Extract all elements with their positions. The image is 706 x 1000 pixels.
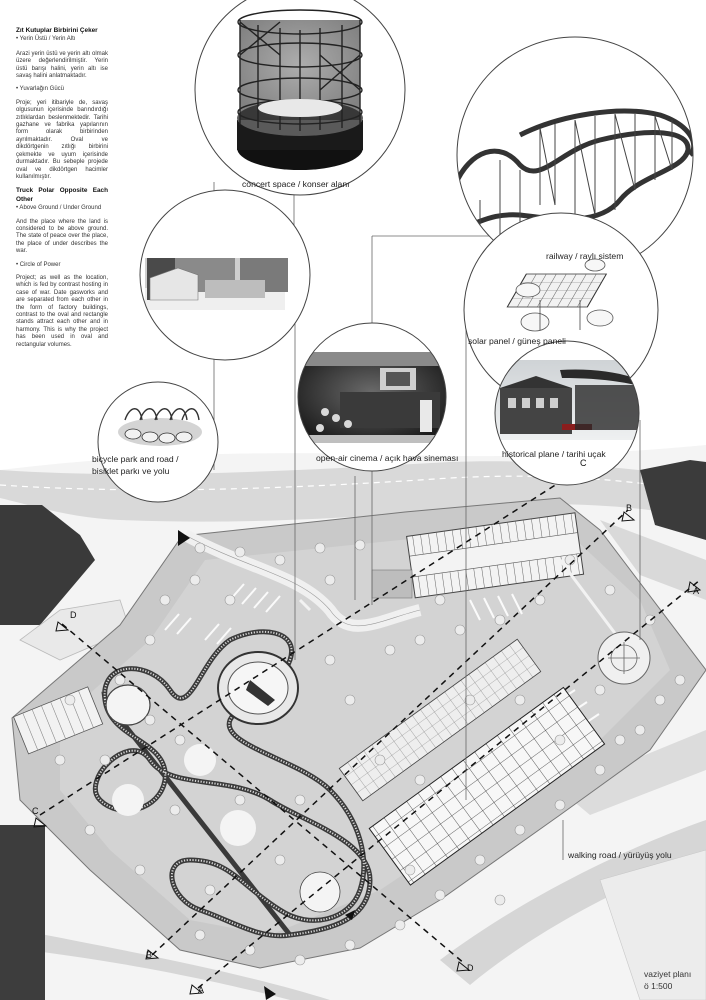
tree-icon	[654, 694, 666, 706]
cinema-render	[298, 352, 446, 443]
section-a-left: A	[198, 985, 205, 995]
title-en: Truck Polar Opposite Each Other	[16, 187, 108, 203]
tree-icon	[344, 939, 356, 951]
label-railway: railway / raylı sistem	[546, 251, 624, 261]
section-a-right: A	[693, 586, 700, 596]
tree-icon	[644, 614, 656, 626]
tree-icon	[324, 574, 336, 586]
label-walking: walking road / yürüyüş yolu	[568, 850, 672, 860]
tree-icon	[314, 542, 326, 554]
para2-en: Project; as well as the location, which …	[16, 274, 108, 348]
bullet2-tr: • Yuvarlağın Gücü	[16, 86, 65, 93]
tree-icon	[394, 919, 406, 931]
tree-icon	[474, 854, 486, 866]
tree-icon	[159, 594, 171, 606]
tree-icon	[674, 674, 686, 686]
tree-icon	[274, 854, 286, 866]
tree-icon	[64, 694, 76, 706]
tree-icon	[414, 634, 426, 646]
label-concert: concert space / konser alanı	[242, 179, 350, 189]
tree-icon	[454, 624, 466, 636]
tree-icon	[354, 539, 366, 551]
tree-icon	[194, 542, 206, 554]
tree-icon	[234, 794, 246, 806]
tree-icon	[594, 764, 606, 776]
bicycle-render	[118, 408, 202, 446]
bullet2-en: • Circle of Power	[16, 261, 61, 268]
section-d-top: D	[70, 610, 77, 620]
description-column: Zıt Kutuplar Birbirini Çeker • Yerin Üst…	[16, 27, 108, 355]
tree-icon	[604, 584, 616, 596]
tree-icon	[434, 594, 446, 606]
tree-icon	[494, 894, 506, 906]
para1-tr: Arazi yerin üstü ve yerin altı olmak üze…	[16, 50, 108, 80]
label-cinema: open-air cinema / açık hava sineması	[316, 453, 459, 463]
tree-icon	[84, 824, 96, 836]
tree-icon	[514, 824, 526, 836]
tree-icon	[194, 929, 206, 941]
plane-render	[495, 360, 639, 440]
tree-icon	[554, 734, 566, 746]
tree-icon	[344, 694, 356, 706]
plan-title: vaziyet planı	[644, 969, 692, 979]
tree-icon	[614, 734, 626, 746]
tree-icon	[324, 654, 336, 666]
tree-icon	[204, 884, 216, 896]
interior-render	[145, 258, 288, 310]
tree-icon	[144, 634, 156, 646]
tree-icon	[294, 794, 306, 806]
section-b-left: B	[146, 950, 153, 960]
bullet1-en: • Above Ground / Under Ground	[16, 205, 102, 212]
tree-icon	[434, 889, 446, 901]
label-plane: historical plane / tarihi uçak	[502, 449, 606, 459]
label-bicycle-1: bicycle park and road /	[92, 454, 179, 464]
tree-icon	[534, 594, 546, 606]
tree-icon	[174, 734, 186, 746]
title-tr: Zıt Kutuplar Birbirini Çeker	[16, 27, 98, 34]
tree-icon	[384, 644, 396, 656]
tree-icon	[374, 754, 386, 766]
tree-icon	[134, 864, 146, 876]
tree-icon	[169, 804, 181, 816]
tree-icon	[274, 554, 286, 566]
tree-icon	[54, 754, 66, 766]
tree-icon	[114, 674, 126, 686]
concert-render	[195, 0, 405, 195]
para1-en: And the place where the land is consider…	[16, 218, 108, 255]
tree-icon	[234, 546, 246, 558]
tree-icon	[634, 724, 646, 736]
tree-icon	[404, 864, 416, 876]
section-b-right: B	[626, 503, 633, 513]
tree-icon	[294, 954, 306, 966]
plan-scale: ö 1:500	[644, 981, 673, 991]
solar-render	[506, 258, 614, 332]
section-c-left: C	[32, 806, 39, 816]
tree-icon	[189, 574, 201, 586]
tree-icon	[554, 799, 566, 811]
tree-icon	[464, 694, 476, 706]
section-d-bottom: D	[467, 963, 474, 973]
tree-icon	[224, 594, 236, 606]
label-bicycle-2: bisiklet parkı ve yolu	[92, 466, 170, 476]
tree-icon	[514, 694, 526, 706]
label-solar: solar panel / güneş paneli	[468, 336, 566, 346]
tree-icon	[99, 754, 111, 766]
tree-icon	[144, 714, 156, 726]
para2-tr: Proje; yeri itibariyle de, savaş olgusun…	[16, 99, 108, 180]
section-c-right: C	[580, 458, 587, 468]
tree-icon	[494, 614, 506, 626]
bullet1-tr: • Yerin Üstü / Yerin Altı	[16, 36, 76, 43]
tree-icon	[414, 774, 426, 786]
tree-icon	[594, 684, 606, 696]
